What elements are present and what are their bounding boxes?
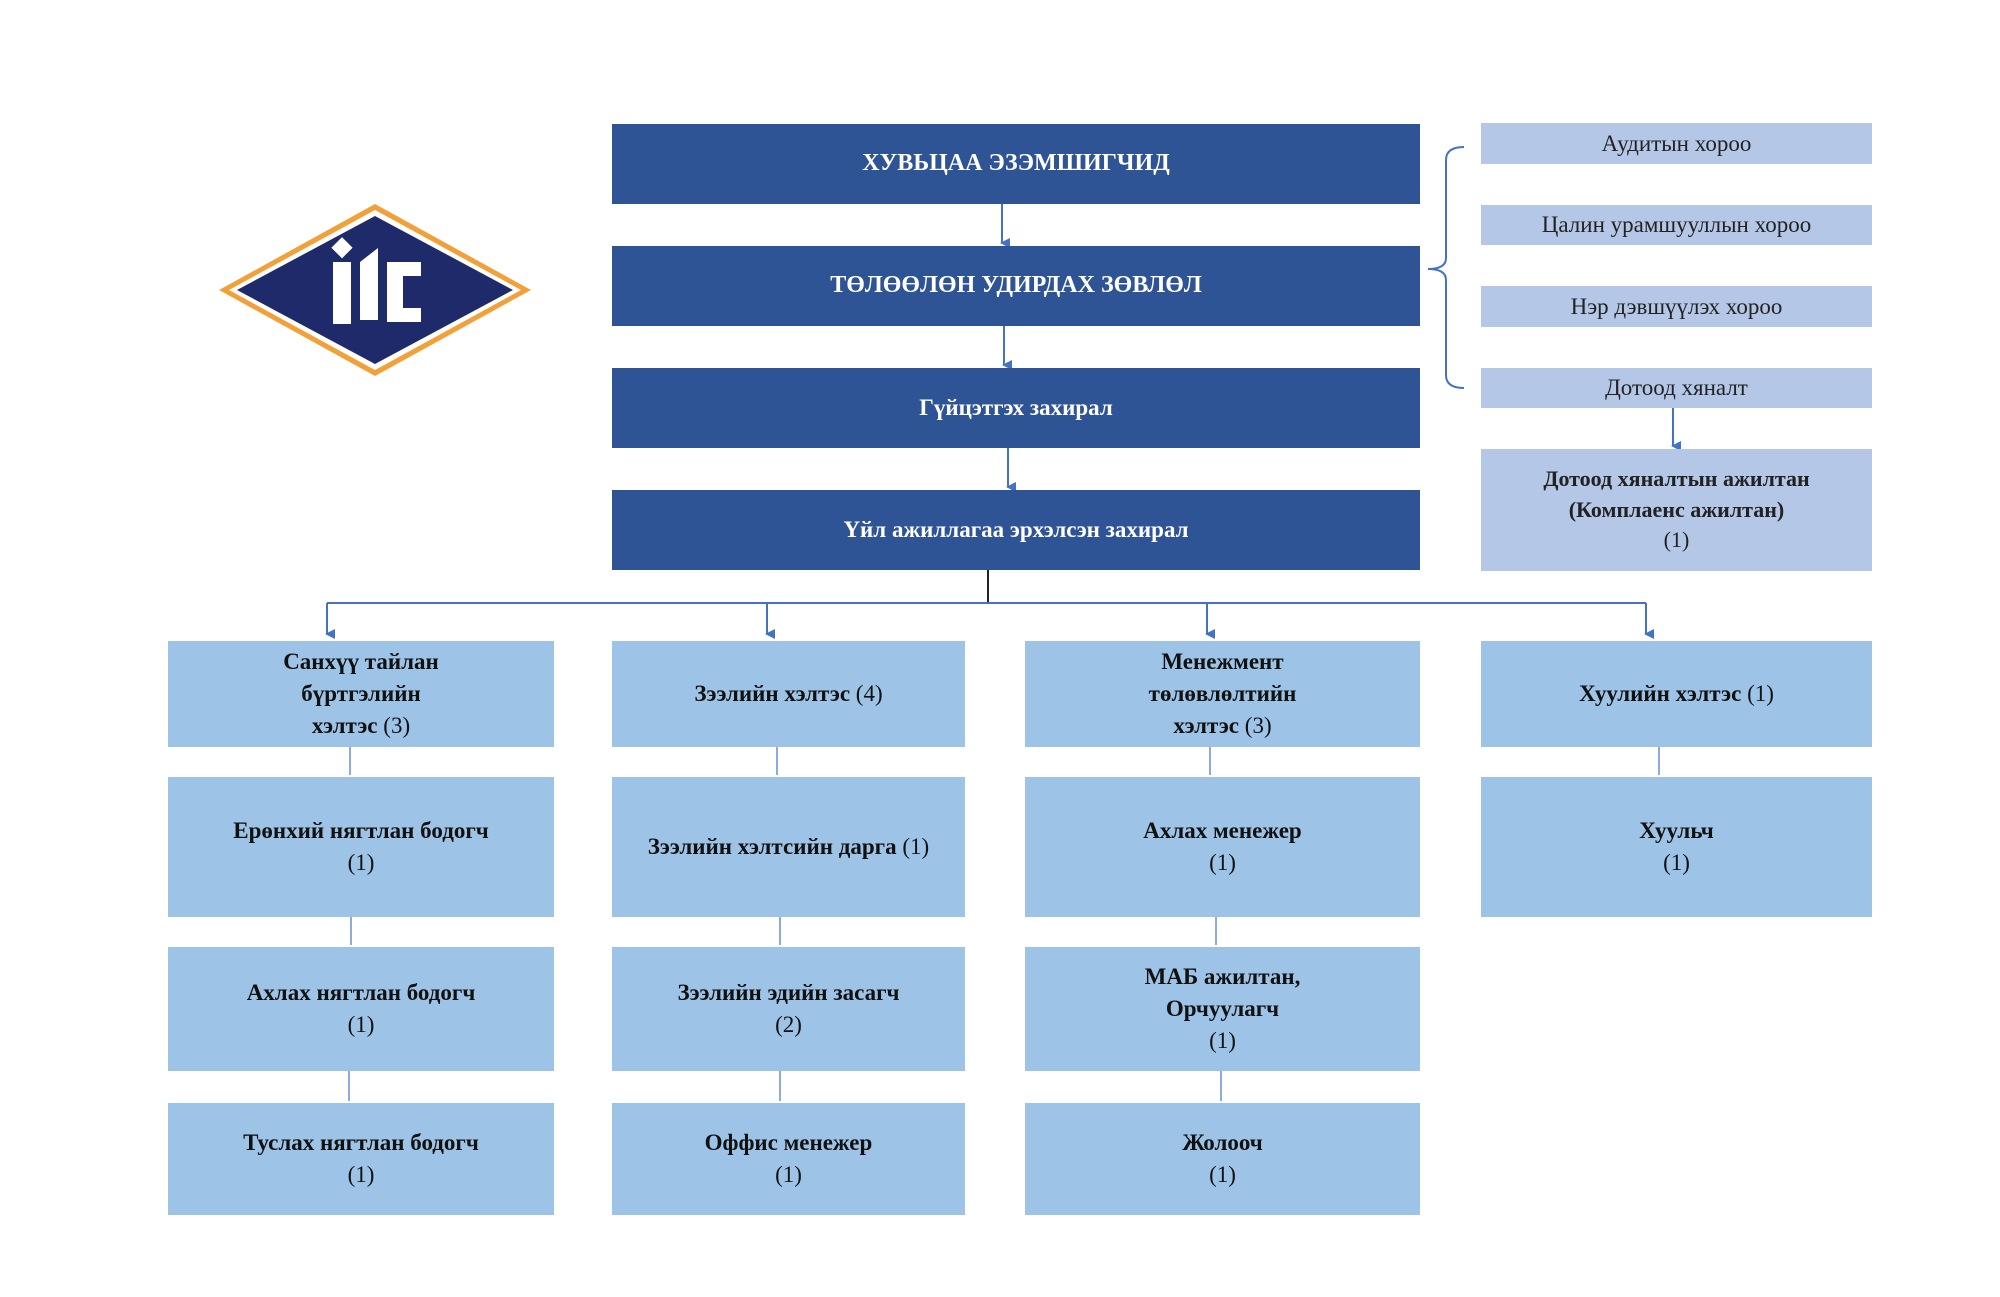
loan-economist-title: Зээлийн эдийн засагч bbox=[677, 980, 900, 1006]
finance-dept-box: Санхүү тайлан бүртгэлийн хэлтэс (3) bbox=[168, 641, 554, 747]
management-dept-box: Менежмент төлөвлөлтийн хэлтэс (3) bbox=[1025, 641, 1420, 747]
lawyer-box: Хуульч (1) bbox=[1481, 777, 1872, 917]
loan-economist-count: (2) bbox=[775, 1012, 802, 1037]
finance-dept-line2: бүртгэлийн bbox=[301, 681, 421, 707]
loan-head-count: (1) bbox=[902, 834, 930, 860]
finance-dept-line3: хэлтэс bbox=[311, 712, 378, 738]
driver-title: Жолооч bbox=[1182, 1130, 1263, 1156]
it-translator-count: (1) bbox=[1209, 1027, 1236, 1053]
internal-control-staff-box: Дотоод хяналтын ажилтан (Комплаенс ажилт… bbox=[1481, 449, 1872, 571]
internal-control-staff-count: (1) bbox=[1663, 527, 1690, 553]
internal-control-staff-title: Дотоод хяналтын ажилтан bbox=[1543, 466, 1810, 492]
coo-box: Үйл ажиллагаа эрхэлсэн захирал bbox=[612, 490, 1420, 570]
loan-head-title: Зээлийн хэлтсийн дарга bbox=[647, 834, 897, 860]
assistant-accountant-box: Туслах нягтлан бодогч (1) bbox=[168, 1103, 554, 1215]
ceo-label: Гүйцэтгэх захирал bbox=[919, 395, 1113, 421]
senior-manager-title: Ахлах менежер bbox=[1143, 818, 1302, 844]
management-dept-count: (3) bbox=[1244, 712, 1272, 738]
loan-dept-count: (4) bbox=[855, 681, 883, 707]
coo-label: Үйл ажиллагаа эрхэлсэн захирал bbox=[843, 517, 1189, 543]
shareholders-box: ХУВЬЦАА ЭЗЭМШИГЧИД bbox=[612, 124, 1420, 204]
lawyer-count: (1) bbox=[1663, 850, 1690, 875]
senior-manager-box: Ахлах менежер (1) bbox=[1025, 777, 1420, 917]
audit-committee-box: Аудитын хороо bbox=[1481, 123, 1872, 164]
office-manager-box: Оффис менежер (1) bbox=[612, 1103, 965, 1215]
uc-diamond-logo-icon bbox=[331, 237, 421, 324]
driver-count: (1) bbox=[1209, 1162, 1236, 1187]
senior-manager-count: (1) bbox=[1209, 850, 1236, 875]
it-translator-box: МАБ ажилтан, Орчуулагч (1) bbox=[1025, 947, 1420, 1071]
office-manager-title: Оффис менежер bbox=[704, 1130, 873, 1156]
management-dept-line3: хэлтэс bbox=[1173, 712, 1240, 738]
senior-accountant-title: Ахлах нягтлан бодогч bbox=[246, 980, 476, 1006]
loan-dept-box: Зээлийн хэлтэс (4) bbox=[612, 641, 965, 747]
finance-dept-count: (3) bbox=[383, 712, 411, 738]
committee-brace bbox=[1427, 146, 1465, 389]
audit-committee-label: Аудитын хороо bbox=[1601, 130, 1752, 156]
finance-dept-line1: Санхүү тайлан bbox=[283, 649, 439, 675]
shareholders-label: ХУВЬЦАА ЭЗЭМШИГЧИД bbox=[862, 150, 1170, 177]
management-dept-line1: Менежмент bbox=[1161, 649, 1284, 675]
chief-accountant-box: Ерөнхий нягтлан бодогч (1) bbox=[168, 777, 554, 917]
internal-control-box: Дотоод хяналт bbox=[1481, 368, 1872, 408]
office-manager-count: (1) bbox=[775, 1162, 802, 1187]
company-logo bbox=[219, 204, 531, 376]
loan-dept-title: Зээлийн хэлтэс bbox=[694, 681, 851, 707]
lawyer-title: Хуульч bbox=[1639, 818, 1714, 844]
loan-head-box: Зээлийн хэлтсийн дарга (1) bbox=[612, 777, 965, 917]
board-box: ТӨЛӨӨЛӨН УДИРДАХ ЗӨВЛӨЛ bbox=[612, 246, 1420, 326]
ceo-box: Гүйцэтгэх захирал bbox=[612, 368, 1420, 448]
nomination-committee-box: Нэр дэвшүүлэх хороо bbox=[1481, 286, 1872, 327]
chief-accountant-title: Ерөнхий нягтлан бодогч bbox=[233, 818, 489, 844]
senior-accountant-box: Ахлах нягтлан бодогч (1) bbox=[168, 947, 554, 1071]
remuneration-committee-label: Цалин урамшууллын хороо bbox=[1541, 212, 1812, 238]
it-translator-title-line2: Орчуулагч bbox=[1165, 996, 1280, 1022]
assistant-accountant-count: (1) bbox=[347, 1162, 375, 1187]
legal-dept-count: (1) bbox=[1747, 681, 1774, 707]
it-translator-title-line1: МАБ ажилтан, bbox=[1144, 964, 1301, 990]
loan-economist-box: Зээлийн эдийн засагч (2) bbox=[612, 947, 965, 1071]
internal-control-staff-subtitle: (Комплаенс ажилтан) bbox=[1568, 496, 1785, 522]
board-label: ТӨЛӨӨЛӨН УДИРДАХ ЗӨВЛӨЛ bbox=[830, 272, 1202, 299]
legal-dept-title: Хуулийн хэлтэс bbox=[1579, 681, 1742, 707]
senior-accountant-count: (1) bbox=[347, 1012, 375, 1037]
internal-control-label: Дотоод хяналт bbox=[1605, 375, 1748, 401]
legal-dept-box: Хуулийн хэлтэс (1) bbox=[1481, 641, 1872, 747]
driver-box: Жолооч (1) bbox=[1025, 1103, 1420, 1215]
nomination-committee-label: Нэр дэвшүүлэх хороо bbox=[1570, 293, 1783, 319]
column-stems bbox=[348, 745, 1660, 1101]
assistant-accountant-title: Туслах нягтлан бодогч bbox=[243, 1130, 479, 1156]
management-dept-line2: төлөвлөлтийн bbox=[1148, 681, 1297, 707]
chief-accountant-count: (1) bbox=[347, 850, 375, 875]
remuneration-committee-box: Цалин урамшууллын хороо bbox=[1481, 205, 1872, 245]
